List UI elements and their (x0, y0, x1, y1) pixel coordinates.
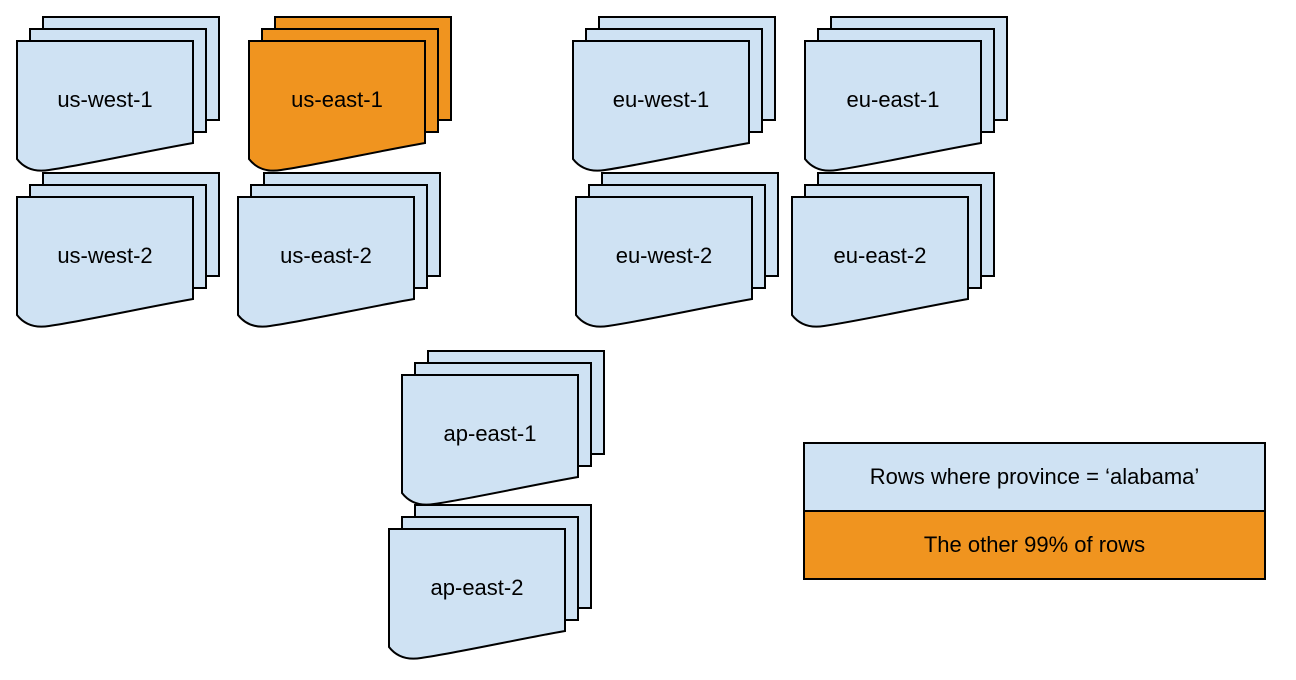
region-stack-ap-east-1: ap-east-1 (401, 350, 607, 510)
region-stack-eu-east-2: eu-east-2 (791, 172, 997, 332)
legend-item-alabama-rows: Rows where province = ‘alabama’ (805, 444, 1264, 510)
region-stack-us-east-1: us-east-1 (248, 16, 454, 176)
document-stack-icon (16, 16, 220, 172)
document-stack-icon (248, 16, 452, 172)
legend-item-label: The other 99% of rows (923, 532, 1146, 557)
document-stack-icon (237, 172, 441, 328)
region-stack-eu-east-1: eu-east-1 (804, 16, 1010, 176)
region-stack-us-west-2: us-west-2 (16, 172, 222, 332)
document-stack-icon (388, 504, 592, 660)
region-stack-ap-east-2: ap-east-2 (388, 504, 594, 664)
region-stack-eu-west-1: eu-west-1 (572, 16, 778, 176)
region-stack-eu-west-2: eu-west-2 (575, 172, 781, 332)
document-stack-icon (572, 16, 776, 172)
document-stack-icon (791, 172, 995, 328)
legend: Rows where province = ‘alabama’ The othe… (803, 442, 1266, 580)
region-stack-us-east-2: us-east-2 (237, 172, 443, 332)
legend-item-other-rows: The other 99% of rows (805, 510, 1264, 578)
document-stack-icon (575, 172, 779, 328)
document-stack-icon (401, 350, 605, 506)
region-stack-us-west-1: us-west-1 (16, 16, 222, 176)
document-stack-icon (16, 172, 220, 328)
legend-item-label: Rows where province = ‘alabama’ (869, 464, 1200, 489)
document-stack-icon (804, 16, 1008, 172)
